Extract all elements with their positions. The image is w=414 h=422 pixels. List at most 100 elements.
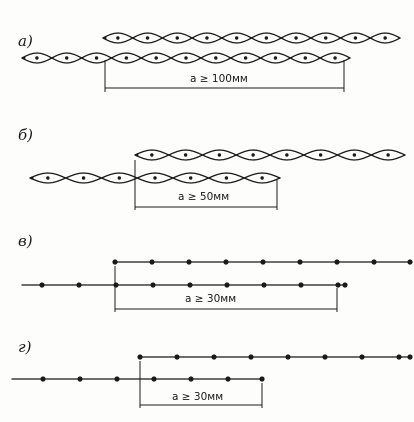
strand-dot	[124, 56, 129, 60]
bead-dot	[188, 376, 194, 382]
bead-dot	[224, 282, 230, 288]
strand-dot	[189, 176, 193, 180]
bead-dot	[322, 354, 328, 360]
strand-dot	[116, 36, 120, 40]
dimension-label-g: a ≥ 30мм	[172, 391, 223, 403]
strand-end-dot	[30, 176, 34, 180]
bead-dot	[225, 376, 231, 382]
strand-dot	[260, 176, 264, 180]
strand-dot	[224, 176, 229, 180]
strand-dot	[145, 36, 150, 40]
bead-end-dot	[342, 282, 348, 288]
bead-dot	[174, 354, 180, 360]
bead-dot	[371, 259, 377, 265]
bead-dot	[151, 376, 157, 382]
bead-end-dot	[407, 259, 413, 265]
wire-strand	[29, 172, 281, 184]
wire-strand	[21, 52, 351, 64]
strand-a-lower	[21, 52, 351, 64]
panel-g: г) a ≥ 30мм	[11, 338, 413, 408]
dimension-v: a ≥ 30мм	[114, 266, 338, 312]
dimension-label-v: a ≥ 30мм	[185, 293, 236, 305]
wire-strand	[21, 52, 351, 64]
strand-dot	[184, 56, 188, 60]
strand-v-upper	[112, 259, 413, 265]
bead-dot	[39, 282, 45, 288]
strand-dot	[324, 36, 328, 40]
bead-dot	[248, 354, 254, 360]
strand-b-lower	[29, 172, 281, 184]
dimension-a: a ≥ 100мм	[104, 60, 345, 92]
strand-dot	[205, 36, 209, 40]
strand-dot	[117, 176, 121, 180]
dimension-label-a: a ≥ 100мм	[190, 73, 248, 85]
bead-dot	[186, 259, 192, 265]
strand-dot	[352, 153, 357, 157]
strand-dot	[353, 36, 358, 40]
strand-dot	[154, 56, 158, 60]
bead-dot	[260, 259, 266, 265]
strand-dot	[214, 56, 218, 60]
wire-strand	[134, 149, 406, 161]
dimension-b: a ≥ 50мм	[134, 160, 278, 210]
bead-dot	[297, 259, 303, 265]
bead-dot	[149, 259, 155, 265]
strand-dot	[46, 176, 50, 180]
bead-dot	[396, 354, 402, 360]
strand-dot	[94, 56, 99, 60]
strand-dot	[285, 153, 289, 157]
strand-a-upper	[102, 32, 401, 44]
strand-dot	[273, 56, 278, 60]
strand-b-upper	[134, 149, 406, 161]
strand-dot	[243, 56, 248, 60]
strand-dot	[35, 56, 39, 60]
bead-dot	[261, 282, 267, 288]
panel-letter-g: г)	[18, 338, 32, 356]
strand-dot	[303, 56, 307, 60]
bead-dot	[77, 376, 83, 382]
strand-dot	[386, 153, 390, 157]
strand-dot	[251, 153, 255, 157]
strand-end-dot	[135, 153, 139, 157]
strand-dot	[234, 36, 239, 40]
bead-dot	[359, 354, 365, 360]
panel-letter-a: а)	[18, 32, 33, 50]
strand-dot	[175, 36, 179, 40]
bead-dot	[335, 282, 341, 288]
strand-dot	[153, 176, 157, 180]
strand-v-lower	[21, 282, 348, 288]
panel-letter-b: б)	[18, 126, 33, 144]
strand-g-upper	[137, 354, 413, 360]
dimension-g: a ≥ 30мм	[139, 361, 263, 408]
strand-dot	[333, 56, 337, 60]
panel-v: в) a ≥ 30мм	[18, 232, 413, 312]
bead-end-dot	[259, 376, 265, 382]
strand-end-dot	[103, 36, 107, 40]
bead-dot	[223, 259, 229, 265]
strand-dot	[81, 176, 86, 180]
wire-strand	[29, 172, 281, 184]
bead-dot	[211, 354, 217, 360]
bead-dot	[334, 259, 340, 265]
bead-dot	[298, 282, 304, 288]
bead-end-dot	[407, 354, 413, 360]
bead-dot	[137, 354, 143, 360]
strand-end-dot	[22, 56, 26, 60]
bead-dot	[112, 259, 118, 265]
bead-dot	[76, 282, 82, 288]
bead-dot	[187, 282, 193, 288]
strand-dot	[150, 153, 154, 157]
strand-dot	[294, 36, 298, 40]
strand-g-lower	[11, 376, 265, 382]
panel-letter-v: в)	[18, 232, 33, 250]
strand-dot	[264, 36, 269, 40]
bead-dot	[285, 354, 291, 360]
bead-dot	[114, 376, 120, 382]
strand-dot	[65, 56, 69, 60]
strand-dot	[183, 153, 188, 157]
panel-a: а) a ≥ 100мм	[18, 32, 401, 92]
dimension-label-b: a ≥ 50мм	[178, 191, 229, 203]
bead-dot	[40, 376, 46, 382]
